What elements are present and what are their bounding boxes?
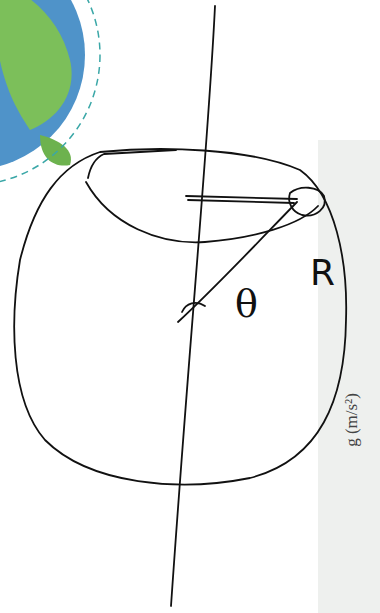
latitude-radius (186, 196, 297, 203)
side-panel (318, 140, 380, 613)
earth-outline (14, 149, 346, 484)
angle-label: θ (233, 284, 260, 324)
point-mass (289, 188, 325, 216)
radius-label: R (308, 254, 337, 292)
rotation-axis (171, 6, 215, 606)
latitude-circle (86, 182, 318, 242)
angle-arc (182, 303, 205, 312)
axis-title: g (m/s²) (342, 391, 361, 449)
pen-stroke (88, 150, 176, 178)
globe-image (0, 0, 100, 185)
